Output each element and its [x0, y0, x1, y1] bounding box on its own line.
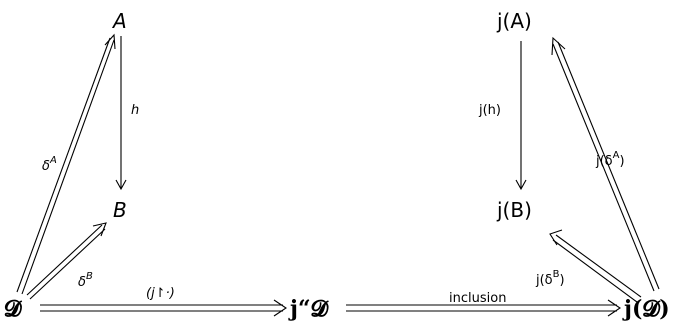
node-j-B: j(B)	[496, 198, 532, 222]
label-delta-B: δB	[78, 271, 93, 290]
label-j-delta-A: j(δA)	[595, 150, 625, 169]
label-h: h	[131, 103, 139, 118]
node-j-A: j(A)	[496, 9, 532, 33]
label-j-h: j(h)	[478, 103, 501, 118]
node-D: 𝓓	[4, 296, 23, 322]
arrow-inclusion	[346, 299, 621, 317]
arrow-h	[115, 36, 127, 191]
node-B: B	[113, 198, 127, 222]
arrow-delta-B	[26, 222, 107, 300]
arrow-j-delta-A	[551, 36, 660, 292]
arrow-j-delta-B	[549, 229, 642, 303]
label-delta-A: δA	[42, 155, 57, 174]
node-j-D: j(𝓓)	[622, 296, 670, 322]
arrow-j-h	[515, 41, 527, 191]
arrow-j-restrict	[40, 299, 287, 317]
node-A: A	[111, 9, 127, 33]
label-j-delta-B: j(δB)	[535, 269, 565, 288]
arrow-delta-A	[16, 33, 116, 295]
label-j-restrict: (j↾·)	[146, 286, 175, 301]
label-inclusion: inclusion	[449, 291, 506, 306]
node-j-image-D: j“𝓓	[288, 296, 330, 322]
